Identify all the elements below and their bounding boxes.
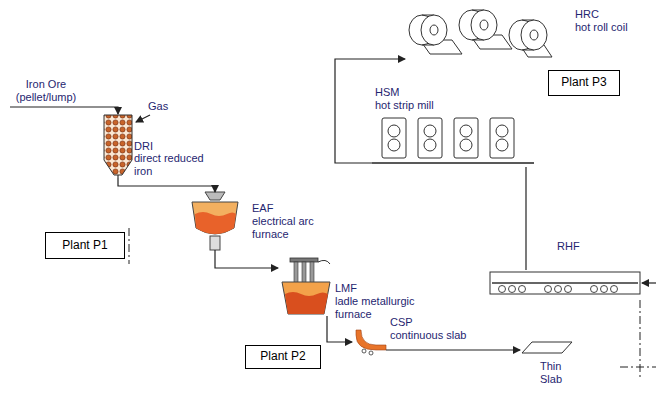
unit-abbrev: RHF [557,240,597,253]
product-node: HRChot roll coil [405,12,555,67]
rhf-feed-arrow [642,282,656,283]
furnace-node: DRIdirect reduced iron [102,113,134,178]
dri-outlet [117,175,118,178]
rhf-rollers [499,286,618,293]
eaf-vessel [192,202,238,234]
lmf-electrode-bar [290,258,318,262]
furnace-node: RHF [490,270,640,296]
hsm-runout [372,162,534,164]
rhf-slab-line [492,282,638,283]
dri-shaft [104,115,132,175]
plant-box: Plant P1 [45,232,125,259]
csp-roller [362,349,366,353]
flow-connector [327,316,352,342]
csp-roller [369,351,373,355]
plant-label: Plant P1 [62,239,107,253]
unit-abbrev: CSP [390,316,500,329]
flow-connector [525,167,526,270]
unit-abbrev: HRC [575,8,655,21]
plant-label: Plant P2 [260,350,305,364]
unit-description: continuous slab [390,329,500,342]
flow-connector [386,349,520,350]
eaf-tap [210,236,220,250]
flow-connector [118,178,215,192]
unit-description: direct reduced iron [134,152,214,177]
hsm-stands [382,118,514,158]
unit-description: hot roll coil [575,21,655,34]
lmf-cable [318,260,330,264]
unit-abbrev: EAF [252,202,324,215]
unit-abbrev: HSM [375,86,435,99]
input-label: Gas [148,100,178,113]
input-label: Iron Ore (pellet/lump) [8,78,84,103]
unit-description: ladle metallurgic furnace [335,295,430,320]
unit-description: electrical arc furnace [252,215,324,240]
furnace-node: LMFladle metallurgic furnace [278,258,333,316]
plant-box: Plant P3 [548,70,620,96]
caster-node: CSPcontinuous slab [352,330,386,354]
hrc-coils [409,10,552,57]
unit-description: hot strip mill [375,99,485,112]
eaf-hopper [205,192,225,200]
plant-label: Plant P3 [561,76,606,90]
csp-strand [356,330,386,350]
furnace-node: EAFelectrical arc furnace [190,192,240,250]
lmf-ladle [282,282,330,314]
flow-connector [215,250,278,268]
mill-node: HSMhot strip mill [372,112,534,167]
feed-line [10,107,118,114]
unit-abbrev: DRI [134,140,214,153]
rhf-furnace [490,272,640,294]
product-node: Thin Slab [520,338,572,356]
lmf-melt [285,292,328,314]
unit-abbrev: Thin Slab [540,360,570,385]
unit-abbrev: LMF [335,282,430,295]
eaf-melt [195,212,236,234]
thin-slab-plate [522,342,572,353]
plant-boundary [129,228,656,380]
gas-arrow [136,115,150,122]
plant-box: Plant P2 [245,345,321,369]
